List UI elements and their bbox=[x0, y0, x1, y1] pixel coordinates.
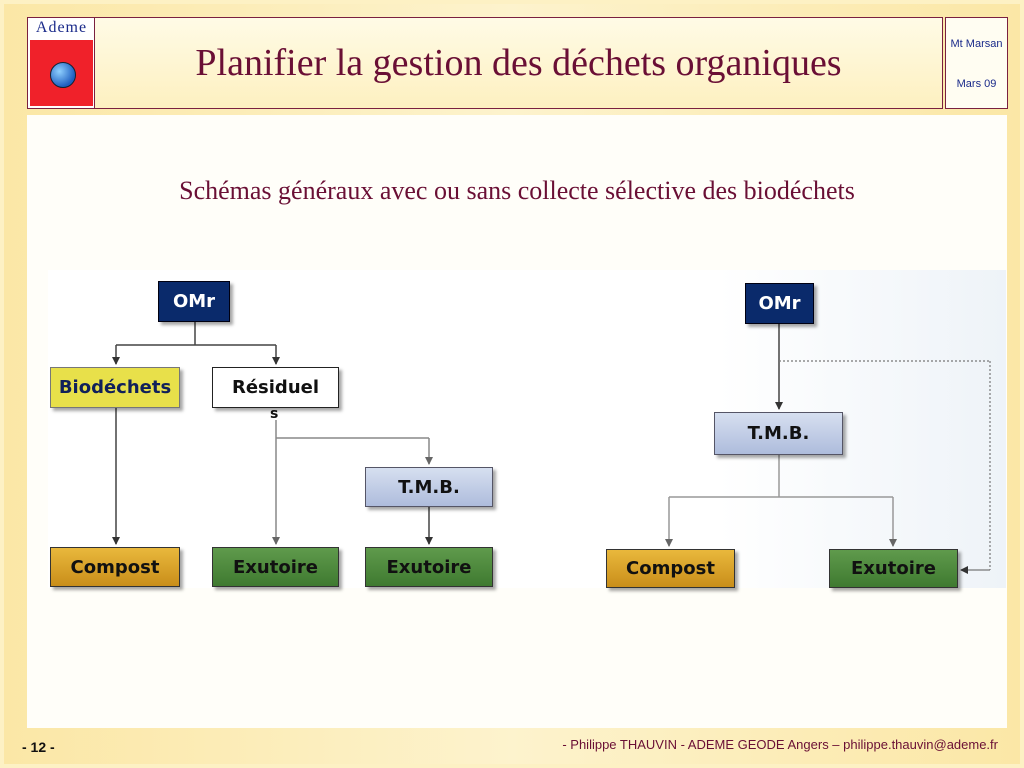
node-biodechets: Biodéchets bbox=[50, 367, 180, 408]
date-label: Mars 09 bbox=[956, 78, 997, 90]
left-connectors bbox=[112, 322, 280, 545]
node-residuels: Résiduel bbox=[212, 367, 339, 408]
diagram-background bbox=[48, 270, 1006, 588]
residuels-wrap-letter: s bbox=[270, 406, 279, 422]
logo-text: Ademe bbox=[35, 19, 88, 36]
footer-credit: - Philippe THAUVIN - ADEME GEODE Angers … bbox=[562, 737, 998, 752]
location-label: Mt Marsan bbox=[950, 38, 1003, 50]
left-residuel-connectors bbox=[272, 420, 433, 545]
node-tmb-left: T.M.B. bbox=[365, 467, 493, 507]
node-tmb-right: T.M.B. bbox=[714, 412, 843, 455]
slide-title: Planifier la gestion des déchets organiq… bbox=[195, 42, 842, 84]
node-omr-left: OMr bbox=[158, 281, 230, 322]
title-box: Planifier la gestion des déchets organiq… bbox=[94, 17, 943, 109]
bypass-dotted bbox=[779, 360, 991, 574]
page-number: - 12 - bbox=[22, 739, 55, 755]
side-box: Mt Marsan Mars 09 bbox=[945, 17, 1008, 109]
node-exutoire-right: Exutoire bbox=[829, 549, 958, 588]
logo-red-block bbox=[30, 40, 93, 106]
node-compost-right: Compost bbox=[606, 549, 735, 588]
ademe-logo: Ademe bbox=[27, 17, 96, 109]
node-omr-right: OMr bbox=[745, 283, 814, 324]
right-tmb-connectors bbox=[665, 455, 897, 547]
node-exutoire-left-2: Exutoire bbox=[365, 547, 493, 587]
slide-subtitle: Schémas généraux avec ou sans collecte s… bbox=[179, 176, 855, 205]
node-compost-left: Compost bbox=[50, 547, 180, 587]
globe-icon bbox=[50, 62, 76, 88]
node-exutoire-left-1: Exutoire bbox=[212, 547, 339, 587]
